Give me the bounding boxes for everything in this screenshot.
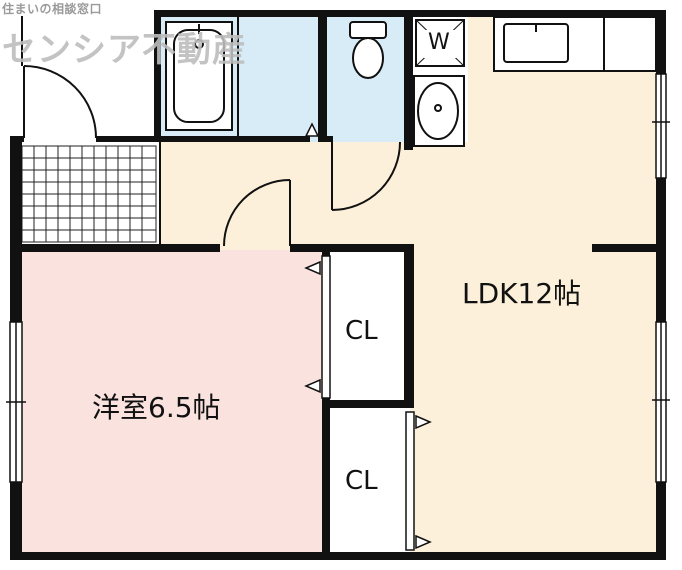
bathtub [165, 21, 233, 131]
windows [9, 73, 667, 483]
washer-label-bg [424, 30, 456, 58]
washer-label: W [428, 30, 450, 55]
entrance-tile-grid [21, 145, 157, 243]
western-room-floor [18, 250, 330, 552]
closet-doors [304, 255, 432, 551]
washbasin [413, 75, 465, 147]
entrance-door [23, 65, 97, 139]
watermark-tagline: 住まいの相談窓口 [2, 2, 103, 16]
closet-floor-lower [330, 406, 410, 552]
closet-lower-label: CL [345, 466, 378, 496]
toilet [349, 21, 387, 79]
hall-door [223, 179, 291, 247]
ldk-label: LDK12帖 [462, 277, 582, 310]
kitchen-counter [493, 16, 657, 72]
window-markers [6, 121, 670, 403]
closet-upper-label: CL [345, 316, 378, 346]
watermark-company-name: センシア不動産 [2, 30, 247, 70]
bath-step-marker [304, 122, 320, 137]
western-room-label: 洋室6.5帖 [92, 391, 221, 424]
bathroom-door [331, 141, 401, 211]
closet-floor-upper [330, 250, 410, 406]
